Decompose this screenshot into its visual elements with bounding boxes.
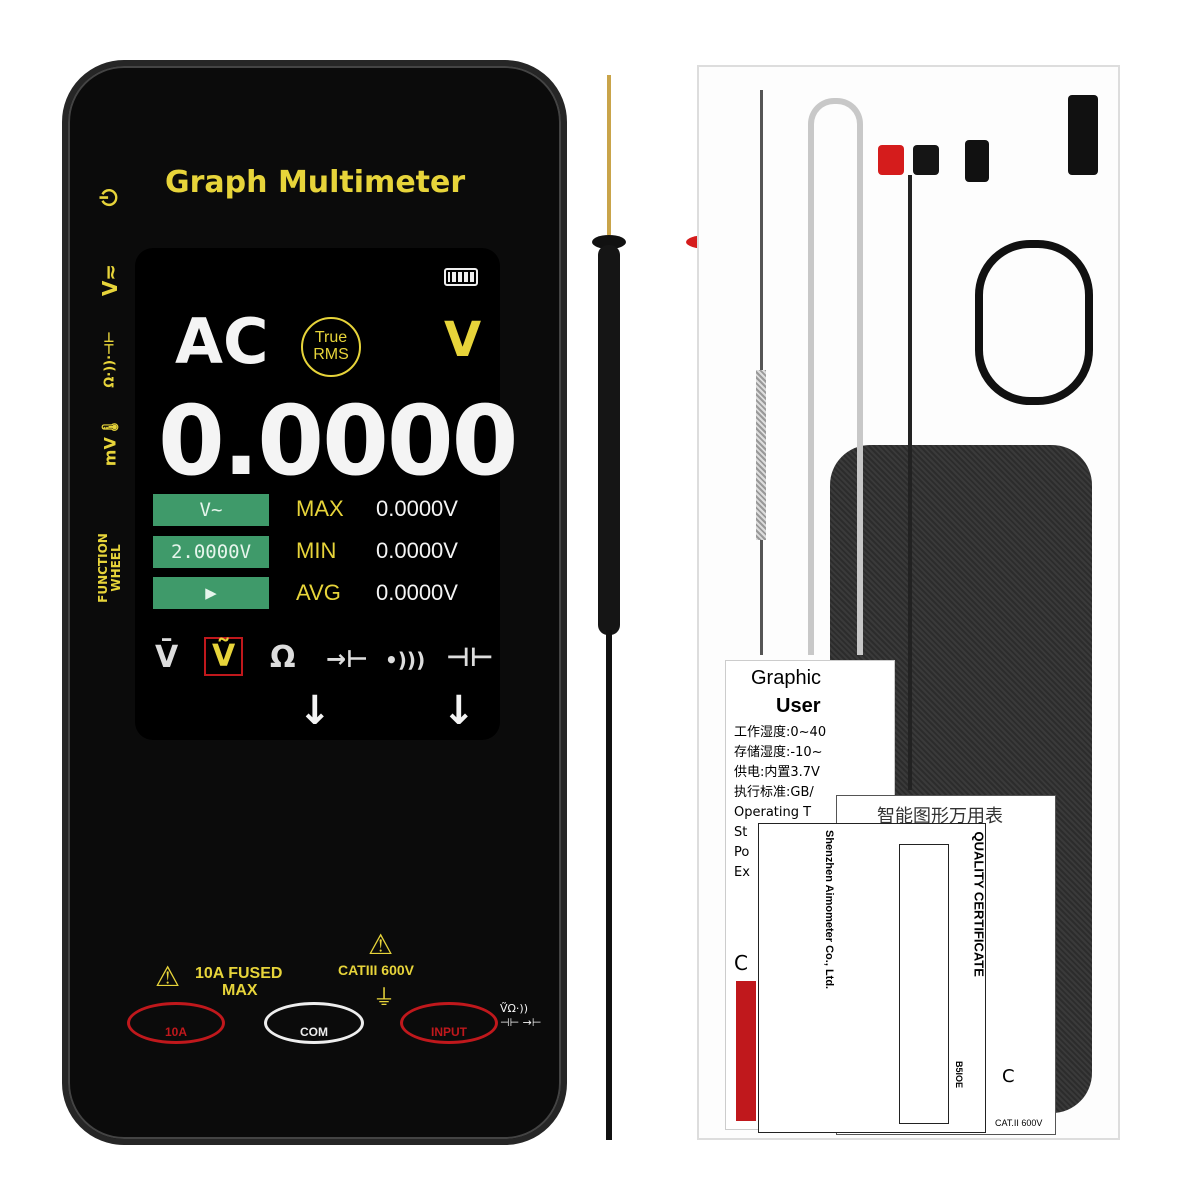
- range-button[interactable]: 2.0000V: [153, 536, 269, 568]
- manual-line: 执行标准:GB/: [734, 785, 814, 800]
- ce-mark: C: [1002, 1066, 1015, 1087]
- black-probe-tip: [607, 75, 611, 235]
- black-probe-cable: [606, 630, 612, 1140]
- max-value: 0.0000V: [376, 496, 458, 521]
- black-banana-plug: [913, 145, 939, 175]
- input-symbols: ṼΩ·)) ⊣⊢ →⊢: [500, 1002, 542, 1029]
- micro-usb-plug: [965, 140, 989, 182]
- manual-subtitle: User: [776, 695, 821, 717]
- input-jack[interactable]: INPUT: [400, 1002, 498, 1044]
- card-title: 智能图形万用表: [877, 806, 1003, 827]
- manual-line: 存储湿度:-10~: [734, 745, 823, 760]
- thermocouple-wire: [808, 98, 863, 655]
- fused-label: 10A FUSED: [195, 965, 283, 982]
- company-name: Shenzhen Aimometer Co., Ltd.: [823, 830, 835, 990]
- cat-rating-label: CATIII 600V: [338, 962, 414, 978]
- max-label: MAX: [296, 496, 344, 521]
- function-wheel-label[interactable]: FUNCTION WHEEL: [96, 533, 123, 603]
- manual-line: Operating T: [734, 805, 812, 820]
- certificate-title: QUALITY CERTIFICATE: [971, 831, 987, 977]
- manual-line: 工作湿度:0~40: [734, 725, 827, 740]
- manual-line: Ex: [734, 865, 750, 880]
- usb-cable-coil: [975, 240, 1093, 405]
- min-label: MIN: [296, 538, 337, 563]
- manual-line: 供电:内置3.7V: [734, 765, 820, 780]
- rating-text: CAT.II 600V: [995, 1118, 1043, 1128]
- dc-voltage-mode[interactable]: V̄: [155, 640, 179, 675]
- manual-red-band: [736, 981, 756, 1121]
- true-rms-badge: True RMS: [301, 317, 361, 377]
- continuity-mode[interactable]: •))): [385, 648, 426, 672]
- black-probe-handle: [598, 245, 620, 635]
- 10a-jack[interactable]: 10A: [127, 1002, 225, 1044]
- max-current-label: MAX: [222, 982, 258, 999]
- ground-icon: ⏚: [373, 986, 396, 1011]
- manual-line: Po: [734, 845, 750, 860]
- function-button[interactable]: V~: [153, 494, 269, 526]
- manual-line: St: [734, 825, 748, 840]
- arrow-down-icon: ↓: [442, 688, 476, 734]
- certificate-table: [899, 844, 949, 1124]
- thermocouple-sleeve: [756, 370, 766, 540]
- device-title: Graph Multimeter: [165, 165, 466, 200]
- voltage-button-label[interactable]: V≂: [98, 263, 122, 297]
- battery-icon: [444, 268, 478, 286]
- com-jack[interactable]: COM: [264, 1002, 364, 1044]
- ac-voltage-mode-selected[interactable]: Ṽ: [204, 637, 244, 676]
- adapter-cable: [908, 175, 912, 790]
- min-value: 0.0000V: [376, 538, 458, 563]
- avg-label: AVG: [296, 580, 341, 605]
- warning-icon: ⚠: [368, 928, 394, 961]
- arrow-down-icon: ↓: [298, 688, 332, 734]
- mode-label: AC: [175, 305, 269, 378]
- diode-mode[interactable]: →⊢: [326, 645, 369, 673]
- resistance-button-label[interactable]: Ω·))·⊣⊢: [102, 331, 118, 388]
- usb-a-plug: [1068, 95, 1098, 175]
- resistance-mode[interactable]: Ω: [270, 640, 296, 675]
- warning-icon: ⚠: [155, 960, 181, 993]
- mv-button-label[interactable]: mV🌡: [100, 416, 120, 467]
- main-reading: 0.0000: [158, 385, 518, 497]
- avg-value: 0.0000V: [376, 580, 458, 605]
- model-number: B5IOE: [954, 1061, 964, 1089]
- play-button[interactable]: ▶: [153, 577, 269, 609]
- manual-specs: 工作湿度:0~40 存储湿度:-10~ 供电:内置3.7V 执行标准:GB/ O…: [734, 723, 826, 883]
- power-button-label[interactable]: ⏻: [97, 188, 123, 207]
- ce-mark: C: [734, 951, 748, 975]
- unit-label: V: [444, 312, 482, 368]
- quality-certificate: QUALITY CERTIFICATE Shenzhen Aimometer C…: [758, 823, 987, 1133]
- manual-title: Graphic: [751, 667, 822, 689]
- black-probe-guard: [592, 235, 626, 249]
- red-banana-plug: [878, 145, 904, 175]
- capacitance-mode[interactable]: ⊣⊢: [446, 643, 494, 673]
